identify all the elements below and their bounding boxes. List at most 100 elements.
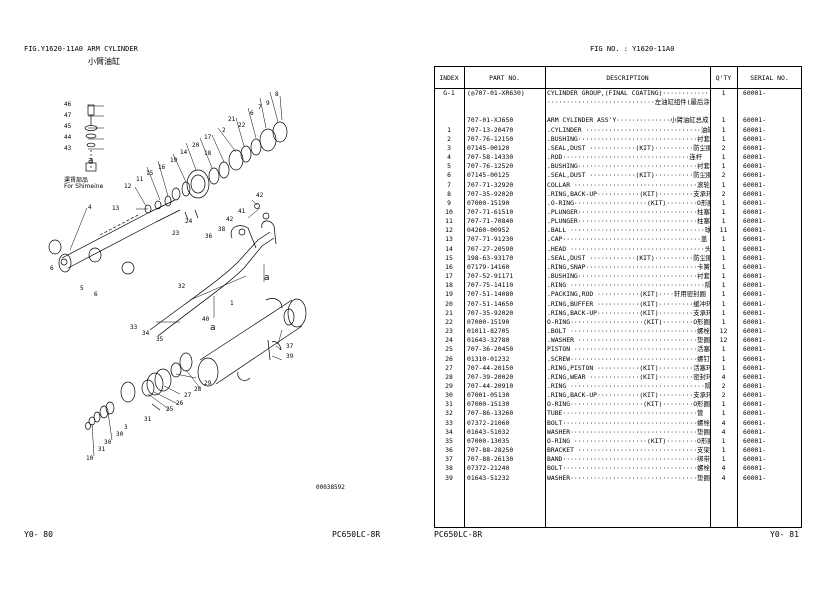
cell-serial: 60001- [743,372,767,381]
header-description: DESCRIPTION [545,66,710,89]
callout-23: 23 [172,230,180,237]
fig-number: FIG NO. : Y1620-11A0 [590,45,675,53]
cell-desc: ····························左油缸组件(最后涂装) [547,98,710,107]
cell-serial: 60001- [743,299,767,308]
cell-serial: 60001- [743,336,767,345]
cell-qty: 1 [721,317,726,326]
callout-34: 34 [142,330,150,337]
cell-qty: 1 [721,363,726,372]
cell-part-no: 707-51-14080 [467,290,514,299]
cell-qty: 1 [721,455,726,464]
cell-qty: 4 [721,473,726,482]
cell-part-no: 707-44-20910 [467,381,514,390]
cell-part-no: 707-88-28250 [467,446,514,455]
cell-part-no: 07000-15190 [467,317,510,326]
cell-qty: 1 [721,244,726,253]
cell-index: 29 [445,381,453,390]
svg-text:a: a [88,156,94,166]
cell-serial: 60001- [743,363,767,372]
cell-serial: 60001- [743,162,767,171]
cell-serial: 60001- [743,198,767,207]
cell-qty: 1 [721,253,726,262]
callout-31a: 31 [144,416,152,423]
cell-serial: 60001- [743,125,767,134]
cell-desc: .RING ··································… [547,381,710,390]
cell-index: 13 [445,235,453,244]
cell-serial: 60001- [743,427,767,436]
cell-index: 38 [445,464,453,473]
cell-part-no: 707-76-12520 [467,162,514,171]
cell-serial [737,98,802,107]
cell-desc: .BOLT ·································螺… [547,327,710,336]
cell-desc: .RING,BACK-UP···········(KIT)·········支承… [547,308,710,317]
cell-part-no: 707-58-14330 [467,153,514,162]
callout-44: 44 [64,134,72,141]
cell-desc: O-RING···················(KIT)········O形… [547,317,710,326]
cell-serial: 60001- [743,253,767,262]
cylinder-body-illustration [197,298,307,387]
cell-desc: .SEAL,DUST ············(KIT)··········防尘… [547,253,710,262]
callout-6b: 6 [50,265,54,272]
cell-desc: .SCREW·································螺… [547,354,710,363]
cell-index: 4 [447,153,451,162]
cell-desc: .PACKING,ROD ···········(KIT)····轩用密封圈 [547,290,706,299]
cell-part-no [464,98,545,107]
cell-qty: 1 [721,217,726,226]
callout-16: 16 [158,164,166,171]
cell-part-no: 707-27-20590 [467,244,514,253]
cell-index: 35 [445,436,453,445]
callout-13: 13 [112,205,120,212]
cell-qty: 12 [719,336,728,345]
cell-desc: .PLUNGER·······························柱… [547,217,710,226]
callout-1: 1 [230,300,234,307]
callout-28: 28 [194,386,202,393]
header-index: INDEX [434,66,464,89]
cell-qty: 2 [721,143,726,152]
cell-serial: 60001- [743,208,767,217]
cell-part-no: 707-71-91230 [467,235,514,244]
cell-serial: 60001- [743,290,767,299]
cell-index: 3 [447,143,451,152]
cell-qty: 1 [721,281,726,290]
cell-part-no: 07372-21240 [467,464,510,473]
cell-serial: 60001- [743,171,767,180]
cell-index: 32 [445,409,453,418]
callout-18: 18 [204,150,212,157]
cell-index: 6 [447,171,451,180]
cell-part-no: 198-63-93170 [467,253,514,262]
cell-serial: 60001- [743,153,767,162]
cell-qty: 2 [721,171,726,180]
cell-index: 30 [445,391,453,400]
cell-desc: CYLINDER GROUP,(FINAL COATING)··········… [547,89,710,97]
callout-31b: 31 [98,446,106,453]
cell-qty: 1 [721,409,726,418]
callout-47: 47 [64,112,72,119]
cell-qty [710,98,737,107]
cell-part-no: 07000-13035 [467,436,510,445]
cell-serial: 60001- [743,116,767,125]
cell-index: 8 [447,189,451,198]
callout-39: 39 [286,353,294,360]
parts-table-body: G-1(◎707-01-XR630)CYLINDER GROUP,(FINAL … [434,89,802,483]
cell-desc: .WASHER ·······························垫… [547,336,710,345]
cell-desc: .SEAL,DUST ············(KIT)··········防尘… [547,143,710,152]
callout-42b: 42 [226,216,234,223]
cell-serial: 60001- [743,235,767,244]
callout-29: 29 [204,380,212,387]
callout-41: 41 [238,208,246,215]
right-page-number: Y0- 81 [770,530,799,539]
cell-index: 31 [445,400,453,409]
